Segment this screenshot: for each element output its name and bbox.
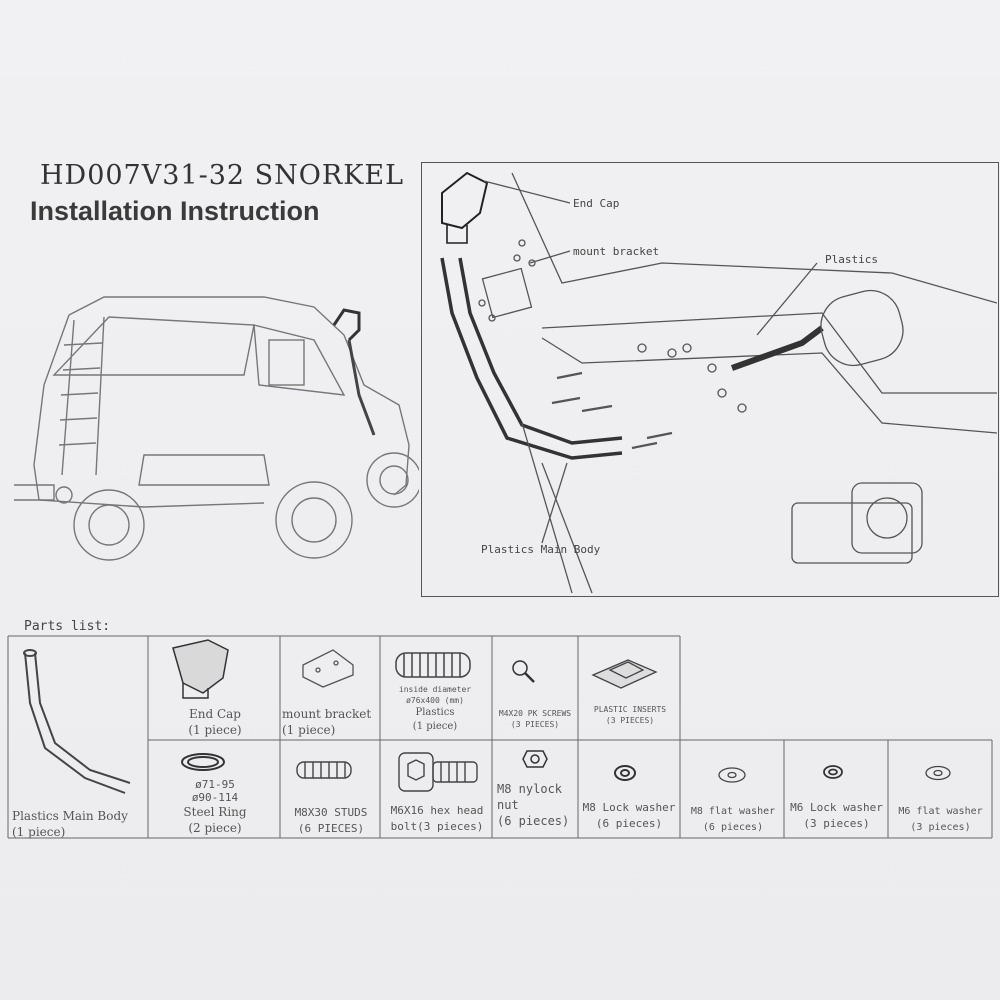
m6-lock-washer-icon xyxy=(823,765,843,779)
part-qty: (1 piece) xyxy=(282,723,336,737)
part-qty: (6 pieces) xyxy=(595,817,663,830)
part-plastics: inside diameter ø76x400 (mm) Plastics (1… xyxy=(380,684,490,734)
part-qty: (3 PIECES) xyxy=(605,716,655,725)
screw-icon xyxy=(512,660,535,683)
label-plastics: Plastics xyxy=(825,253,878,266)
part-name: Steel Ring xyxy=(183,805,247,819)
part-qty: (1 piece) xyxy=(188,723,242,737)
part-name: M6X16 hex head xyxy=(390,804,484,817)
part-main-body: Plastics Main Body (1 piece) xyxy=(12,808,147,840)
part-qty: (1 piece) xyxy=(412,721,458,732)
part-inserts: PLASTIC INSERTS (3 PIECES) xyxy=(580,704,680,726)
part-steel-ring: ø71-95 ø90-114 Steel Ring (2 piece) xyxy=(150,778,280,836)
part-size: ø76x400 (mm) xyxy=(406,696,464,705)
part-name: M6 Lock washer xyxy=(790,801,883,814)
part-m8-flat-washer: M8 flat washer (6 pieces) xyxy=(682,804,784,836)
part-name: M8 nylock xyxy=(497,782,563,796)
m6-flat-washer-icon xyxy=(925,765,951,781)
part-qty: (1 piece) xyxy=(12,825,66,839)
page-title: Installation Instruction xyxy=(30,196,320,226)
part-mount-bracket: mount bracket (1 piece) xyxy=(282,706,380,738)
part-name: PLASTIC INSERTS xyxy=(593,705,667,714)
hex-bolt-icon xyxy=(398,752,478,792)
plastics-hose-icon xyxy=(395,652,471,678)
label-end-cap: End Cap xyxy=(573,197,620,210)
part-hex-bolt: M6X16 hex head bolt(3 pieces) xyxy=(382,803,492,835)
label-mount-bracket: mount bracket xyxy=(573,245,660,258)
part-nylock: M8 nylock nut (6 pieces) xyxy=(497,781,578,829)
part-qty: (6 pieces) xyxy=(497,814,570,828)
steel-ring-icon xyxy=(181,753,225,771)
part-name: mount bracket xyxy=(282,707,372,721)
end-cap-icon xyxy=(172,639,229,699)
label-main-body: Plastics Main Body xyxy=(481,543,601,556)
parts-list-title: Parts list: xyxy=(24,619,111,634)
stud-icon xyxy=(296,761,352,779)
part-end-cap: End Cap (1 piece) xyxy=(150,706,280,738)
m8-flat-washer-icon xyxy=(718,767,746,783)
vehicle-illustration xyxy=(14,296,419,561)
part-name: M4X20 PK SCREWS xyxy=(498,709,572,718)
part-name: Plastics xyxy=(415,707,455,718)
part-m6-flat-washer: M6 flat washer (3 pieces) xyxy=(889,804,992,836)
mount-bracket-icon xyxy=(302,649,354,688)
part-qty: (3 pieces) xyxy=(910,822,971,833)
part-size: ø71-95 xyxy=(195,778,235,791)
part-name: M8X30 STUDS xyxy=(294,806,368,819)
part-name: Plastics Main Body xyxy=(12,809,128,823)
part-qty: (6 pieces) xyxy=(702,822,764,833)
part-m6-lock-washer: M6 Lock washer (3 pieces) xyxy=(785,800,888,832)
part-qty: (6 PIECES) xyxy=(297,822,365,835)
part-studs: M8X30 STUDS (6 PIECES) xyxy=(282,805,380,837)
part-name: M8 Lock washer xyxy=(582,801,676,814)
part-note: inside diameter xyxy=(398,685,472,694)
part-qty: bolt(3 pieces) xyxy=(390,820,484,833)
part-name: M6 flat washer xyxy=(898,806,983,817)
part-screws: M4X20 PK SCREWS (3 PIECES) xyxy=(492,708,578,730)
model-number: HD007V31-32 SNORKEL xyxy=(40,160,405,191)
exploded-view: End Cap mount bracket Plastics Plastics … xyxy=(421,162,999,597)
nylock-nut-icon xyxy=(522,750,548,768)
plastic-insert-icon xyxy=(591,659,658,689)
part-qty: (3 PIECES) xyxy=(510,720,560,729)
part-name-2: nut xyxy=(497,798,519,812)
main-body-icon xyxy=(23,649,131,794)
part-size: ø90-114 xyxy=(191,791,239,804)
exploded-diagram xyxy=(440,171,998,594)
part-m8-lock-washer: M8 Lock washer (6 pieces) xyxy=(578,800,680,832)
part-name: M8 flat washer xyxy=(690,806,776,817)
m8-lock-washer-icon xyxy=(614,765,636,781)
part-name: End Cap xyxy=(188,707,241,721)
part-qty: (3 pieces) xyxy=(803,817,870,830)
part-qty: (2 piece) xyxy=(188,821,242,835)
